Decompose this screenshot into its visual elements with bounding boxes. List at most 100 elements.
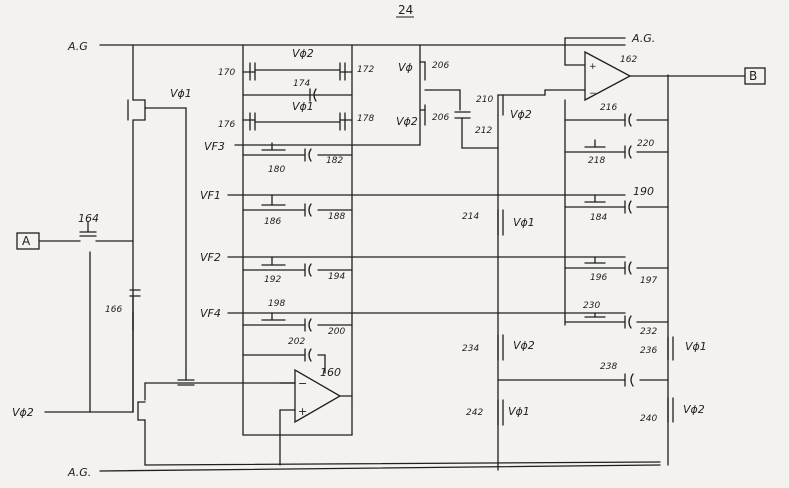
switch-242	[497, 399, 504, 426]
switch-236	[667, 336, 674, 361]
middle-switches	[419, 44, 499, 149]
ref-218: 218	[588, 156, 605, 166]
switch-170	[249, 62, 256, 81]
ref-194: 194	[328, 272, 345, 282]
ref-234: 234	[462, 344, 479, 354]
ref-188: 188	[328, 212, 345, 222]
ref-240: 240	[640, 414, 657, 424]
clock-vphi1-242: Vϕ1	[508, 405, 530, 418]
input-network	[39, 44, 296, 466]
ref-170: 170	[218, 68, 235, 78]
clock-vphi1-178: Vϕ1	[292, 100, 314, 113]
reference-numerals: 170 172 174 176 178 180 182 186 188 192 …	[78, 55, 657, 424]
label-ag-bottom: A.G.	[67, 466, 91, 479]
vf4-row	[227, 312, 626, 332]
ref-162: 162	[620, 55, 637, 65]
opamp-160-plus: +	[298, 405, 307, 418]
ref-210: 210	[476, 95, 493, 105]
switch-176	[249, 112, 256, 131]
switch-240	[667, 397, 674, 423]
switch-178	[339, 112, 346, 131]
page-number: 24	[398, 3, 413, 17]
label-vf2: VF2	[200, 251, 221, 264]
vf1-row	[227, 194, 626, 217]
vf3-row	[234, 61, 421, 162]
capacitor-174	[309, 88, 317, 102]
terminal-a-label: A	[22, 234, 31, 248]
ref-242: 242	[466, 408, 483, 418]
ref-176: 176	[218, 120, 235, 130]
ref-164: 164	[78, 212, 99, 225]
ref-196: 196	[590, 273, 607, 283]
label-ag-top-left: A.G	[67, 40, 88, 53]
ref-197: 197	[640, 276, 657, 286]
ref-238: 238	[600, 362, 617, 372]
left-bus	[242, 44, 353, 436]
switch-172	[339, 62, 346, 81]
opamp-162-plus: +	[589, 62, 597, 72]
ref-174: 174	[293, 79, 310, 89]
clock-vphi2-172: Vϕ2	[292, 47, 314, 60]
switch-196-capacitor-197	[564, 256, 669, 275]
capacitor-202	[242, 348, 326, 374]
ref-200: 200	[328, 327, 345, 337]
ref-212: 212	[475, 126, 492, 136]
opamp-162-minus: −	[589, 89, 597, 99]
ref-160: 160	[320, 366, 341, 379]
terminal-b-label: B	[749, 69, 757, 83]
clock-vphi2-212: Vϕ2	[510, 108, 532, 121]
clock-vphi2-206: Vϕ2	[396, 115, 418, 128]
ref-198: 198	[268, 299, 285, 309]
clock-vphi2-240: Vϕ2	[683, 403, 705, 416]
right-bus	[564, 74, 669, 466]
ref-206-bottom: 206	[432, 113, 449, 123]
ref-182: 182	[326, 156, 343, 166]
ref-192: 192	[264, 275, 281, 285]
ref-190: 190	[633, 185, 654, 198]
ref-166: 166	[105, 305, 122, 315]
label-vf4: VF4	[200, 307, 221, 320]
switch-left-upper	[127, 99, 146, 121]
switch-234	[497, 334, 504, 361]
analog-ground-rail-top	[99, 37, 626, 66]
switch-214	[497, 209, 504, 236]
analog-ground-rail-bottom	[99, 461, 661, 472]
switch-218-capacitor-220	[564, 139, 669, 159]
ref-214: 214	[462, 212, 479, 222]
switch-212	[497, 94, 546, 149]
ref-180: 180	[268, 165, 285, 175]
label-vphi2-input: Vϕ2	[12, 406, 34, 419]
switch-164	[79, 221, 97, 237]
terminal-a: A	[16, 232, 40, 250]
opamp-162: + −	[544, 50, 746, 102]
label-vf1: VF1	[200, 189, 221, 202]
capacitor-216	[564, 113, 669, 127]
terminal-b: B	[744, 67, 766, 85]
ref-206-top: 206	[432, 61, 449, 71]
ref-202: 202	[288, 337, 305, 347]
label-ag-top-right: A.G.	[631, 32, 655, 45]
ref-220: 220	[637, 139, 654, 149]
ref-178: 178	[357, 114, 374, 124]
label-vf3: VF3	[204, 140, 225, 153]
ref-172: 172	[357, 65, 374, 75]
clock-vphi-206: Vϕ	[398, 61, 413, 74]
switch-left-mid	[177, 371, 195, 386]
opamp-160-minus: −	[298, 377, 307, 390]
capacitor-238	[497, 373, 669, 387]
clock-vphi1-236: Vϕ1	[685, 340, 707, 353]
ref-184: 184	[590, 213, 607, 223]
ref-236: 236	[640, 346, 657, 356]
clock-vphi1-214: Vϕ1	[513, 216, 535, 229]
vf2-row	[227, 256, 626, 277]
switch-230-capacitor-232	[564, 312, 669, 329]
ref-216: 216	[600, 103, 617, 113]
ref-186: 186	[264, 217, 281, 227]
clock-vphi2-234: Vϕ2	[513, 339, 535, 352]
switch-left-lower	[137, 401, 146, 421]
switch-184-capacitor-190	[564, 194, 669, 214]
clock-vphi1-left: Vϕ1	[170, 87, 192, 100]
ref-230: 230	[583, 301, 600, 311]
ref-232: 232	[640, 327, 657, 337]
